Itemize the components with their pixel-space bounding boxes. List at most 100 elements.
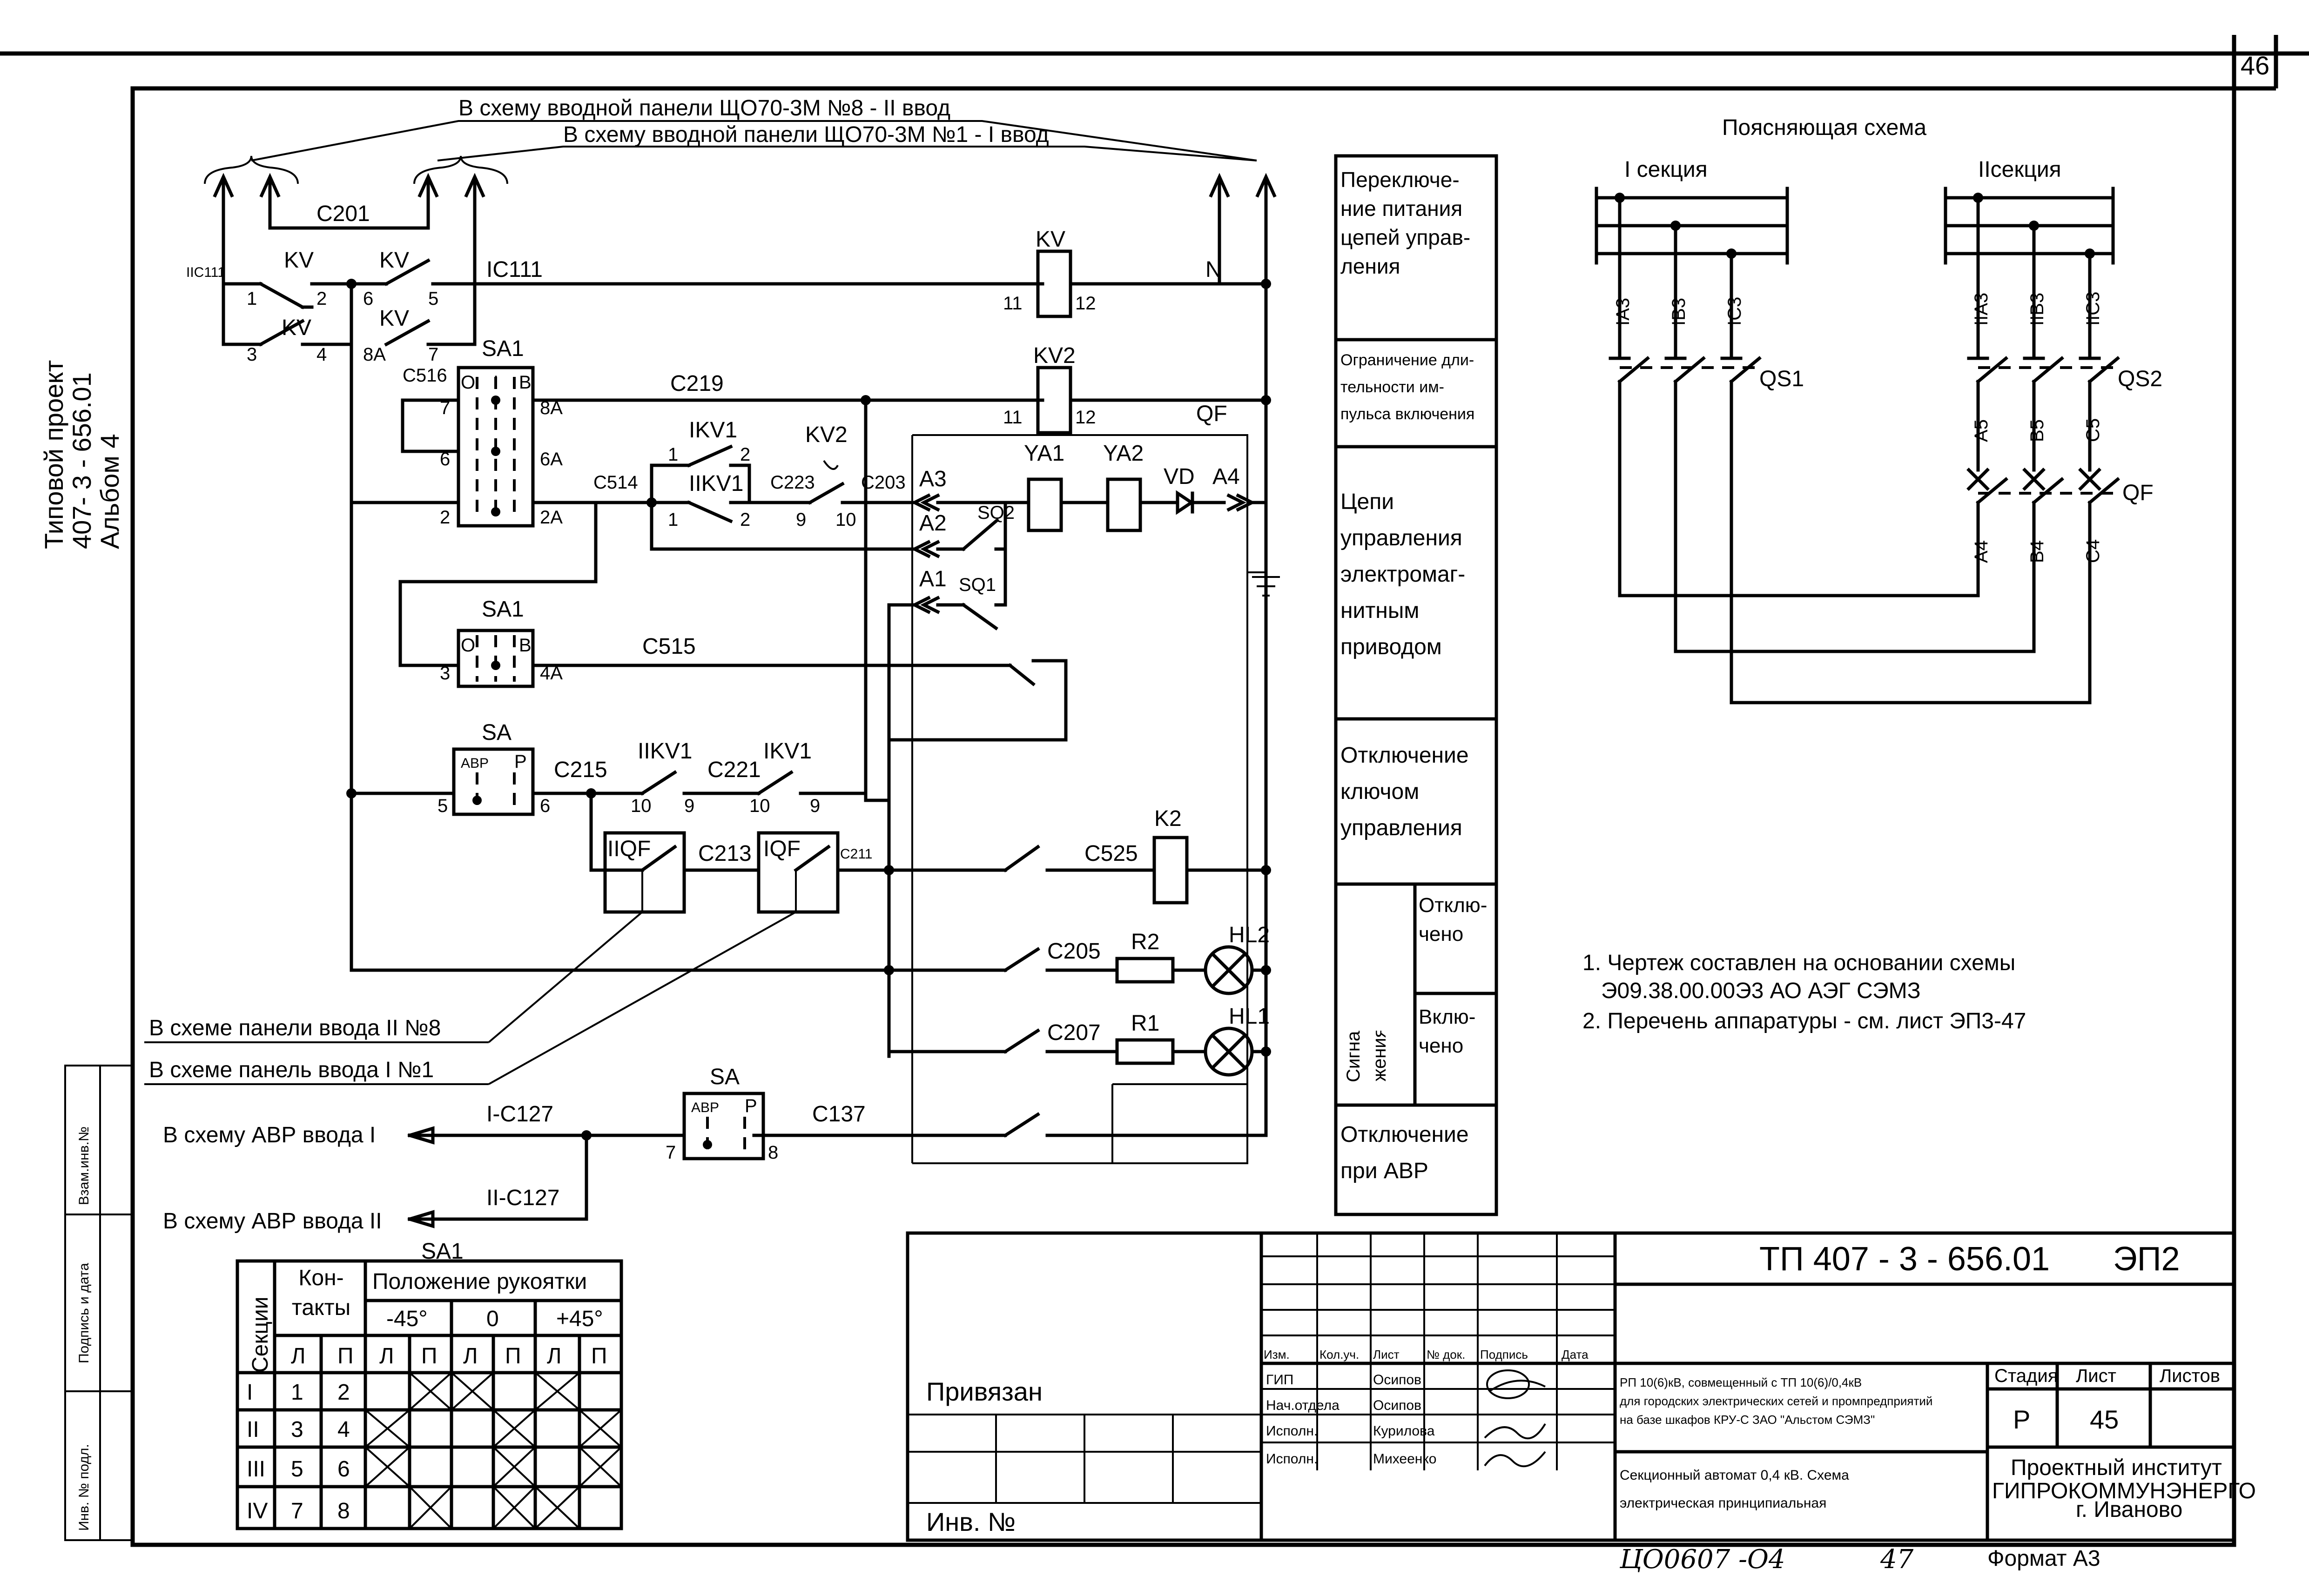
sa1-row-section: I [247,1380,253,1405]
sa1-h-r3: П [591,1344,607,1368]
tb-h-ndok: № док. [1427,1348,1465,1361]
side-field-podpis: Подпись и дата [76,1263,92,1363]
tb-org-2: ГИПРОКОММУНЭНЕРГО [1992,1479,2256,1503]
top-label-panel8: В схему вводной панели ЩО70-3М №8 - II в… [458,96,950,121]
side-field-vzam: Взам.инв.№ [76,1127,92,1205]
sa1-h-l0: Л [291,1344,306,1368]
wire-c201: C201 [316,201,370,226]
title-block: ТП 407 - 3 - 656.01 ЭП2 Привязан Инв. № … [906,1231,2256,1575]
comp-sq2: SQ2 [977,503,1015,523]
comp-ya2: YA2 [1103,441,1144,466]
expl-ib3: IB3 [1669,298,1689,326]
comp-ikv1-lower: IKV1 [763,739,812,764]
term-2: 2 [316,288,327,309]
wire-c203: C203 [861,472,906,493]
wire-c525: C525 [1084,841,1138,866]
control-schematic: IIC111 KV KV IC111 KV 11 12 N KV KV 1 2 … [144,227,1280,1234]
term-iikv1-1: 1 [668,510,678,530]
tb-sheets-h: Листов [2160,1366,2220,1386]
func-row-6-box: Вклю- чено [1419,1006,1475,1057]
signature-4 [1484,1451,1546,1468]
ext-avr-ii: В схему АВР ввода II [163,1209,382,1234]
expl-qf: QF [2122,481,2154,505]
tb-org-1: Проектный институт [2011,1455,2222,1480]
side-stamp: Типовой проект 407- 3 - 656.01 Альбом 4 … [39,360,134,1541]
wire-c221: C221 [707,758,761,782]
term-sa-7: 7 [666,1142,676,1163]
wire-c516: C516 [403,365,447,386]
comp-sq1: SQ1 [959,575,996,595]
wire-c211: C211 [840,846,873,862]
term-a3: A3 [919,467,947,491]
expl-c4: C4 [2083,539,2103,563]
wire-c219: C219 [670,371,724,396]
sa1-closed-mark [364,1446,411,1488]
term-sa1-6a: 6A [540,449,563,469]
func-text-7: Отключение при АВР [1340,1122,1469,1183]
tb-sheet-h: Лист [2076,1366,2116,1386]
top-label-panel1: В схему вводной панели ЩО70-3М №1 - I вв… [563,122,1049,147]
func-text-1: Переключе- ние питания цепей управ- лени… [1340,168,1471,278]
term-ikv1-9: 9 [810,796,820,816]
term-sa-6: 6 [540,796,550,816]
sa1-h-l3: Л [547,1344,562,1368]
term-kv2-12: 12 [1075,407,1096,428]
expl-ia3: IA3 [1613,298,1633,326]
signature-1-tail [1488,1380,1546,1392]
wire-iic127: II-C127 [486,1186,559,1210]
term-sa1-2a: 2A [540,507,563,528]
sa1-lower-v: В [519,635,532,656]
term-sa-8: 8 [768,1142,778,1163]
term-7a: 7 [428,344,438,365]
tb-handwritten-sheet: 47 [1880,1544,1914,1575]
comp-r2: R2 [1131,930,1159,954]
func-text-5: Отклю- чено [1419,894,1488,946]
sa-lower-abp: АВР [691,1100,719,1115]
tb-privyazan: Привязан [926,1377,1043,1406]
term-sa1-3: 3 [440,663,450,684]
term-sa-5: 5 [438,796,448,816]
wire-ic127: I-C127 [486,1102,553,1127]
wire-n: N [1205,257,1222,282]
term-a2: A2 [919,511,947,536]
sa1-row-contact-l: 7 [291,1499,303,1523]
term-sa1-2: 2 [440,507,450,528]
term-kv-11: 11 [1003,293,1023,314]
ext-panel-ii: В схеме панели ввода II №8 [149,1016,441,1040]
sa1-closed-mark [492,1409,536,1448]
wire-c215: C215 [554,758,607,782]
tb-doc-sheet-code: ЭП2 [2113,1241,2180,1278]
term-3: 3 [247,344,257,365]
sa1-pos-plus45: +45° [556,1307,603,1331]
term-iikv1-10: 10 [631,796,652,816]
sa1-closed-mark [364,1409,411,1448]
wire-c223: C223 [770,472,815,493]
tb-handwritten-code: ЦО0607 -О4 [1619,1544,1785,1575]
func-row-7-box: Отключение при АВР [1340,1122,1469,1183]
expl-ic3: IC3 [1724,297,1745,326]
wire-c213: C213 [698,841,752,866]
comp-kv-coil: KV [1036,227,1065,252]
note-1b: Э09.38.00.00Э3 АО АЭГ СЭМЗ [1601,979,1921,1003]
tb-h-koluch: Кол.уч. [1319,1348,1359,1361]
func-text-4: Отключение ключом управления [1340,743,1469,840]
sa-r-label: Р [514,751,527,772]
term-ikv1-2: 2 [740,444,750,465]
side-stamp-line1: Типовой проект [39,360,68,549]
tb-inv-no: Инв. № [926,1507,1016,1536]
comp-hl2: HL2 [1229,923,1270,947]
tb-format: Формат А3 [1987,1546,2100,1571]
explanatory-scheme: Поясняющая схема I секция IIсекция IA3 I… [1595,115,2162,704]
expl-c5: C5 [2083,418,2103,442]
ext-panel-i: В схеме панель ввода I №1 [149,1058,434,1082]
comp-kv2-coil: KV2 [1033,343,1076,368]
func-text-2: Ограничение дли- тельности им- пульса вк… [1340,351,1475,423]
comp-vd: VD [1164,464,1195,489]
comp-iqf: IQF [763,837,801,861]
expl-a5: A5 [1971,419,1992,442]
term-kv-12: 12 [1075,293,1096,314]
func-row-5-box: Отклю- чено [1419,894,1488,946]
func-row-1-box: Переключе- ние питания цепей управ- лени… [1340,168,1471,278]
